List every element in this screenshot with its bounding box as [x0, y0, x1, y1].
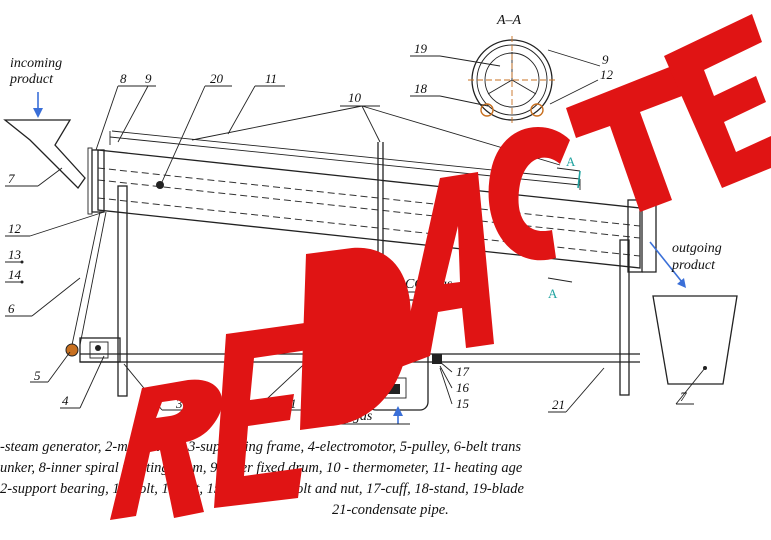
outgoing-label-line2: product: [671, 258, 716, 273]
part-number-15: 15: [456, 396, 470, 411]
part-number-3: 3: [175, 396, 183, 411]
incoming-label-line1: incoming: [10, 56, 62, 71]
part-number-18: 18: [414, 81, 428, 96]
section-cut-marks: [547, 167, 581, 283]
flow-labels: incoming product outgoing product A–A A …: [9, 13, 722, 424]
part-number-9: 9: [145, 71, 152, 86]
part-number-6: 6: [8, 301, 15, 316]
part-number-19: 19: [414, 41, 428, 56]
cut-mark-bottom: A: [548, 286, 558, 301]
part-number-11: 11: [265, 71, 277, 86]
incoming-arrow: [33, 92, 43, 118]
outgoing-arrow: [649, 241, 686, 288]
part-number-5: 5: [34, 368, 41, 383]
part-number-7-right: 7: [680, 389, 687, 404]
caption-line-4: 21-condensate pipe.: [332, 502, 449, 518]
part-number-8: 8: [120, 71, 127, 86]
electromotor: [65, 337, 121, 363]
incoming-label-line2: product: [9, 72, 54, 87]
part-number-4: 4: [62, 393, 69, 408]
hopper-right: [652, 295, 738, 385]
part-number-12-left: 12: [8, 221, 22, 236]
part-number-12-section: 12: [600, 67, 614, 82]
part-number-14: 14: [8, 267, 22, 282]
part-number-13: 13: [8, 247, 22, 262]
part-number-21: 21: [552, 397, 565, 412]
caption-line-1: -steam generator, 2-monometer, 3-support…: [0, 439, 521, 455]
part-number-9-section: 9: [602, 52, 609, 67]
outgoing-label-line1: outgoing: [672, 241, 722, 256]
part-number-7-left: 7: [8, 171, 15, 186]
section-view: [468, 36, 556, 124]
part-number-16: 16: [456, 380, 470, 395]
belt-transmission: [71, 211, 107, 346]
part-number-1: 1: [290, 396, 297, 411]
part-number-10: 10: [348, 90, 362, 105]
part-number-20: 20: [210, 71, 224, 86]
thermometer-bulb: [156, 181, 164, 189]
section-title: A–A: [496, 13, 522, 28]
hopper-left: [3, 119, 86, 190]
redaction-overlay: [110, 14, 771, 520]
part-number-17: 17: [456, 364, 470, 379]
cut-mark-top: A: [566, 154, 576, 169]
